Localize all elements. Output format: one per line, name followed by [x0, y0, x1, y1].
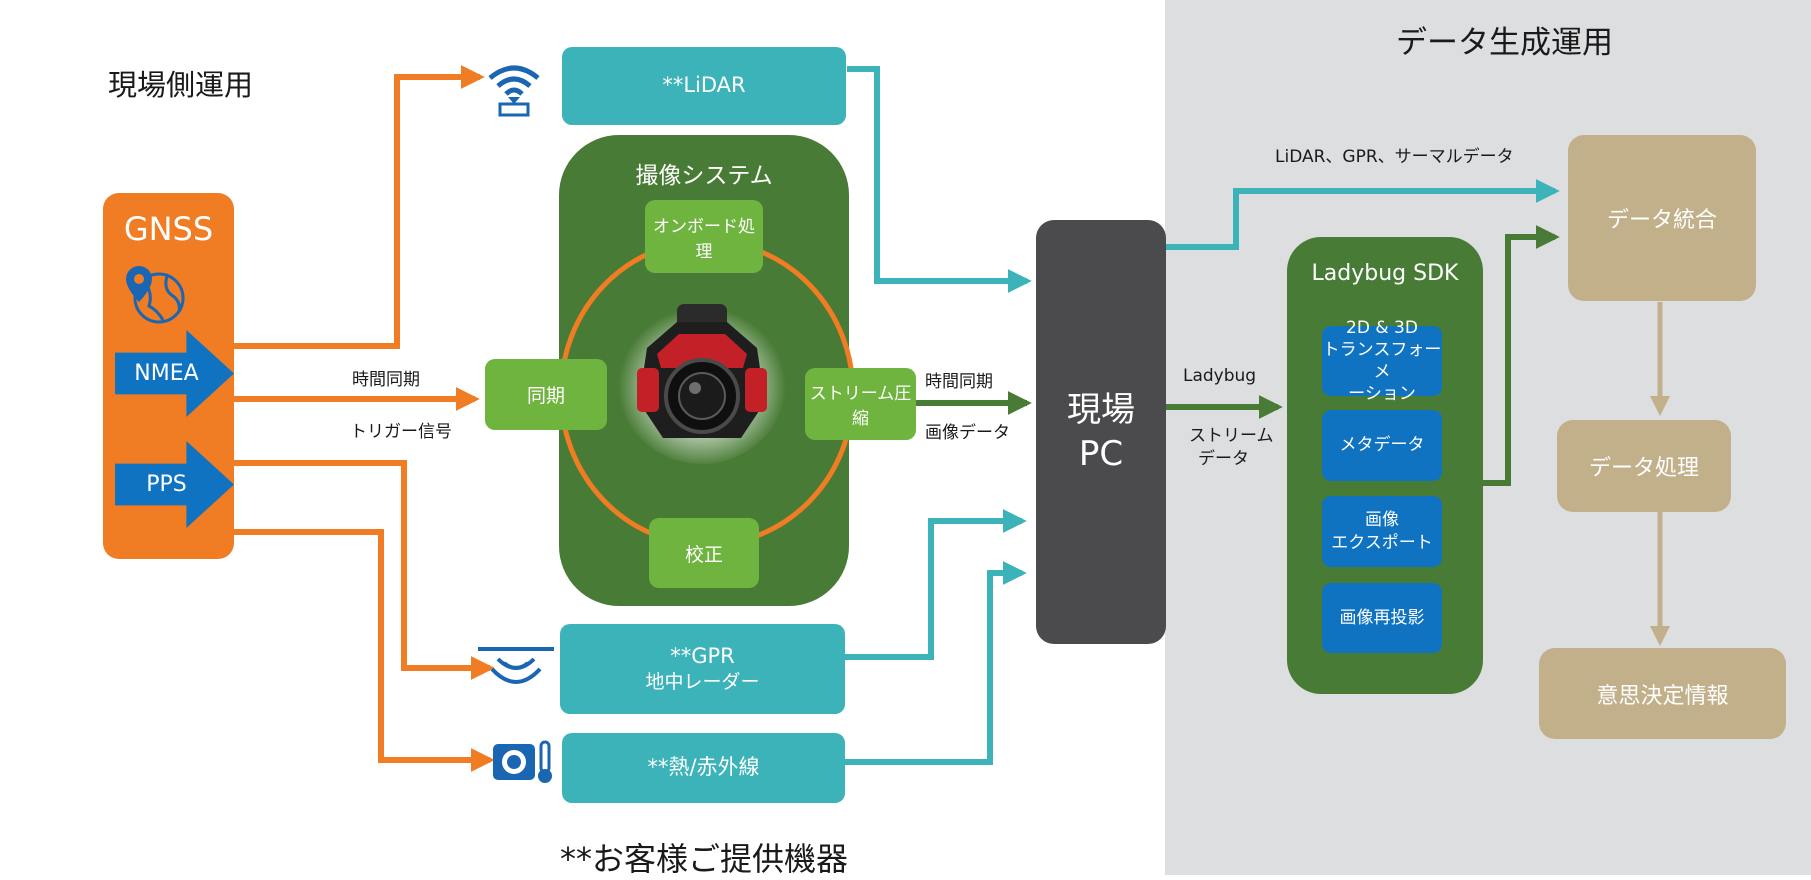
onboard-processing-label: オンボード処理	[653, 216, 755, 262]
gpr-label: **GPR	[670, 644, 735, 668]
arrow-thermal-to-pc	[845, 561, 1027, 765]
calibration-label: 校正	[684, 543, 723, 566]
customer-provided-note: **お客様ご提供機器	[560, 840, 849, 878]
trigger-signal-label: トリガー信号	[350, 422, 452, 442]
gpr-box: **GPR 地中レーダー	[560, 624, 845, 714]
calibration-box: 校正	[649, 518, 759, 588]
radar-wave-icon	[478, 643, 554, 691]
arrow-sdk-to-integration	[1483, 225, 1560, 486]
ladybug-sdk-title: Ladybug SDK	[1311, 261, 1459, 286]
sync-label: 同期	[526, 385, 565, 407]
stream-compression-box: ストリーム圧縮	[805, 368, 916, 440]
arrow-lidar-to-pc	[847, 66, 1032, 293]
thermal-camera-icon	[491, 738, 555, 786]
data-integration-label: データ統合	[1606, 208, 1717, 233]
sync-box: 同期	[485, 359, 607, 430]
arrow-gnss-to-lidar	[234, 65, 485, 349]
ladybug-label: Ladybug	[1183, 366, 1257, 386]
imaging-system-title: 撮像システム	[635, 163, 773, 189]
nmea-label: NMEA	[134, 361, 199, 386]
360-camera-icon	[617, 296, 787, 464]
field-ops-title: 現場側運用	[108, 68, 254, 102]
image-export-box: 画像 エクスポート	[1322, 496, 1442, 567]
thermal-label: **熱/赤外線	[647, 755, 760, 780]
metadata-box: メタデータ	[1322, 410, 1442, 481]
image-export-label-2: エクスポート	[1331, 532, 1433, 553]
data-integration-box: データ統合	[1568, 135, 1756, 301]
data-processing-label: データ処理	[1588, 456, 1699, 481]
time-sync-label-left: 時間同期	[352, 370, 420, 390]
gnss-title: GNSS	[123, 210, 214, 248]
field-pc-sublabel: PC	[1078, 434, 1124, 474]
image-export-label-1: 画像	[1365, 510, 1399, 531]
location-globe-icon	[123, 262, 187, 326]
gpr-sublabel: 地中レーダー	[645, 671, 760, 694]
transformation-label-3: ーション	[1348, 384, 1416, 405]
transformation-box: 2D & 3D トランスフォーメ ーション	[1322, 318, 1442, 404]
image-reprojection-box: 画像再投影	[1322, 583, 1442, 653]
arrow-pps-to-gpr	[234, 460, 495, 680]
field-pc-label: 現場	[1067, 389, 1135, 430]
arrow-pps-to-thermal	[234, 529, 495, 772]
onboard-processing-box: オンボード処理	[645, 200, 763, 273]
transformation-label-2: トランスフォーメ	[1322, 339, 1442, 382]
thermal-box: **熱/赤外線	[562, 733, 845, 803]
arrow-gpr-to-pc	[845, 509, 1027, 660]
image-reprojection-label: 画像再投影	[1339, 607, 1425, 628]
transformation-label-1: 2D & 3D	[1346, 317, 1418, 338]
field-pc-box: 現場 PC	[1036, 220, 1166, 644]
data-ops-title: データ生成運用	[1396, 25, 1613, 61]
image-data-label: 画像データ	[925, 423, 1010, 443]
sensor-data-label: LiDAR、GPR、サーマルデータ	[1275, 147, 1514, 167]
lidar-label: **LiDAR	[662, 73, 746, 98]
stream-data-label: データ	[1198, 449, 1249, 469]
decision-info-label: 意思決定情報	[1596, 683, 1729, 709]
arrow-pc-to-integration	[1166, 179, 1560, 250]
pps-label: PPS	[146, 472, 187, 497]
time-sync-label-right: 時間同期	[925, 372, 993, 392]
data-processing-box: データ処理	[1557, 420, 1731, 512]
stream-label: ストリーム	[1189, 426, 1274, 446]
decision-info-box: 意思決定情報	[1539, 648, 1786, 739]
stream-compression-label: ストリーム圧縮	[809, 384, 912, 429]
metadata-label: メタデータ	[1339, 435, 1425, 456]
lidar-box: **LiDAR	[562, 47, 846, 125]
wireless-scanner-icon	[484, 60, 544, 118]
